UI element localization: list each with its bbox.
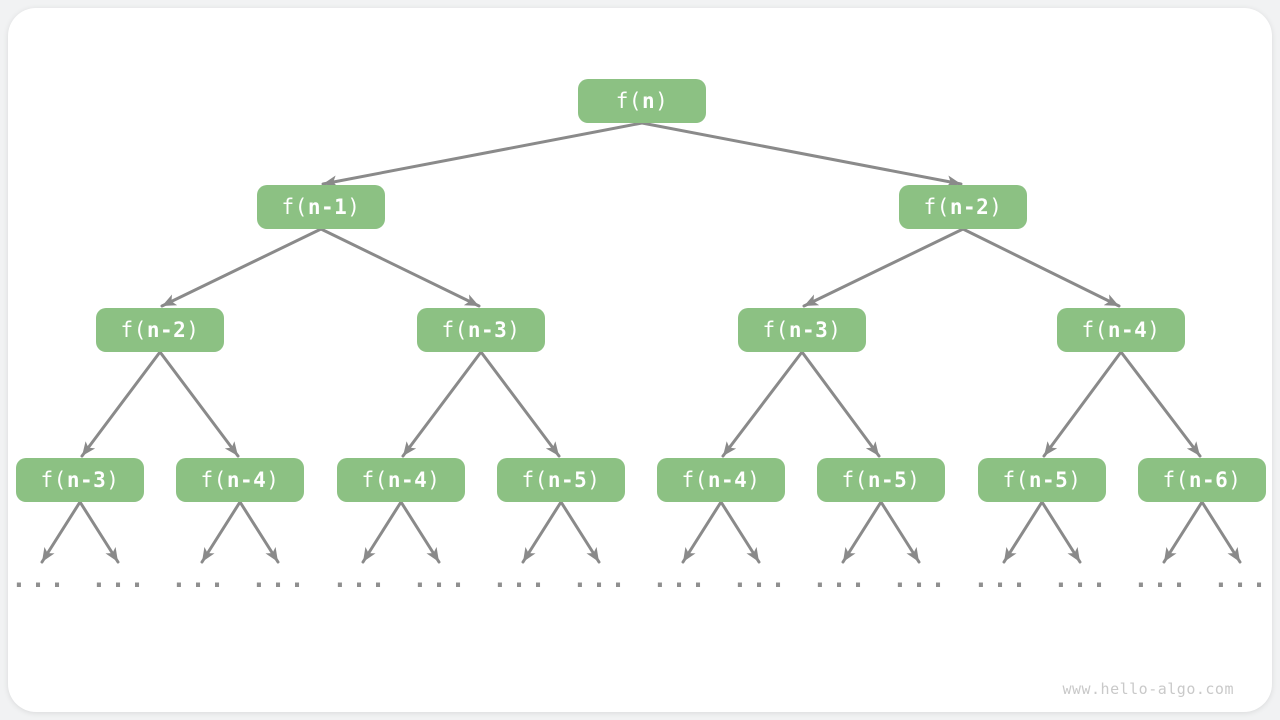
node-f-n-1: f(n-1) <box>257 185 385 229</box>
node-arg: n-2 <box>949 195 990 219</box>
node-label: ) <box>587 468 601 492</box>
ellipsis: ... <box>572 564 630 593</box>
node-label: ) <box>655 89 669 113</box>
node-arg: n-3 <box>788 318 829 342</box>
node-f-n-2: f(n-2) <box>899 185 1027 229</box>
node-f-n-5: f(n-5) <box>497 458 625 502</box>
node-f-n: f(n) <box>578 79 706 123</box>
node-label: ) <box>1228 468 1242 492</box>
ellipsis: ... <box>91 564 149 593</box>
node-label: ) <box>427 468 441 492</box>
node-f-n-6: f(n-6) <box>1138 458 1266 502</box>
ellipsis: ... <box>251 564 309 593</box>
ellipsis: ... <box>1053 564 1111 593</box>
node-f-n-2: f(n-2) <box>96 308 224 352</box>
ellipsis: ... <box>892 564 950 593</box>
node-label: f( <box>281 195 308 219</box>
node-label: ) <box>266 468 280 492</box>
node-label: ) <box>1147 318 1161 342</box>
ellipsis: ... <box>412 564 470 593</box>
node-label: f( <box>1081 318 1108 342</box>
node-f-n-5: f(n-5) <box>978 458 1106 502</box>
node-f-n-4: f(n-4) <box>337 458 465 502</box>
node-label: f( <box>361 468 388 492</box>
node-arg: n-3 <box>66 468 107 492</box>
node-label: ) <box>747 468 761 492</box>
node-f-n-3: f(n-3) <box>738 308 866 352</box>
ellipsis: ... <box>171 564 229 593</box>
node-label: ) <box>907 468 921 492</box>
node-label: f( <box>40 468 67 492</box>
node-label: ) <box>507 318 521 342</box>
node-label: f( <box>1162 468 1189 492</box>
node-label: ) <box>989 195 1003 219</box>
ellipsis: ... <box>11 564 69 593</box>
ellipsis: ... <box>973 564 1031 593</box>
node-arg: n-6 <box>1188 468 1229 492</box>
node-arg: n-4 <box>707 468 748 492</box>
node-arg: n-4 <box>1107 318 1148 342</box>
node-arg: n-3 <box>467 318 508 342</box>
ellipsis: ... <box>812 564 870 593</box>
ellipsis: ... <box>332 564 390 593</box>
node-label: f( <box>841 468 868 492</box>
node-arg: n-5 <box>1028 468 1069 492</box>
node-arg: n-1 <box>307 195 348 219</box>
node-label: f( <box>1002 468 1029 492</box>
node-arg: n-2 <box>146 318 187 342</box>
node-label: f( <box>923 195 950 219</box>
watermark: www.hello-algo.com <box>1062 680 1234 698</box>
node-f-n-4: f(n-4) <box>1057 308 1185 352</box>
node-arg: n <box>641 89 656 113</box>
node-label: f( <box>120 318 147 342</box>
node-label: ) <box>1068 468 1082 492</box>
node-label: f( <box>521 468 548 492</box>
node-f-n-4: f(n-4) <box>657 458 785 502</box>
node-label: ) <box>828 318 842 342</box>
node-label: ) <box>186 318 200 342</box>
node-arg: n-4 <box>226 468 267 492</box>
node-label: f( <box>615 89 642 113</box>
ellipsis: ... <box>1213 564 1271 593</box>
node-label: f( <box>762 318 789 342</box>
ellipsis: ... <box>732 564 790 593</box>
node-f-n-3: f(n-3) <box>16 458 144 502</box>
node-arg: n-5 <box>867 468 908 492</box>
node-label: f( <box>441 318 468 342</box>
node-f-n-3: f(n-3) <box>417 308 545 352</box>
ellipsis: ... <box>1133 564 1191 593</box>
node-arg: n-4 <box>387 468 428 492</box>
ellipsis: ... <box>652 564 710 593</box>
node-f-n-5: f(n-5) <box>817 458 945 502</box>
node-label: ) <box>106 468 120 492</box>
node-label: ) <box>347 195 361 219</box>
node-label: f( <box>681 468 708 492</box>
node-label: f( <box>200 468 227 492</box>
node-arg: n-5 <box>547 468 588 492</box>
ellipsis: ... <box>492 564 550 593</box>
node-f-n-4: f(n-4) <box>176 458 304 502</box>
